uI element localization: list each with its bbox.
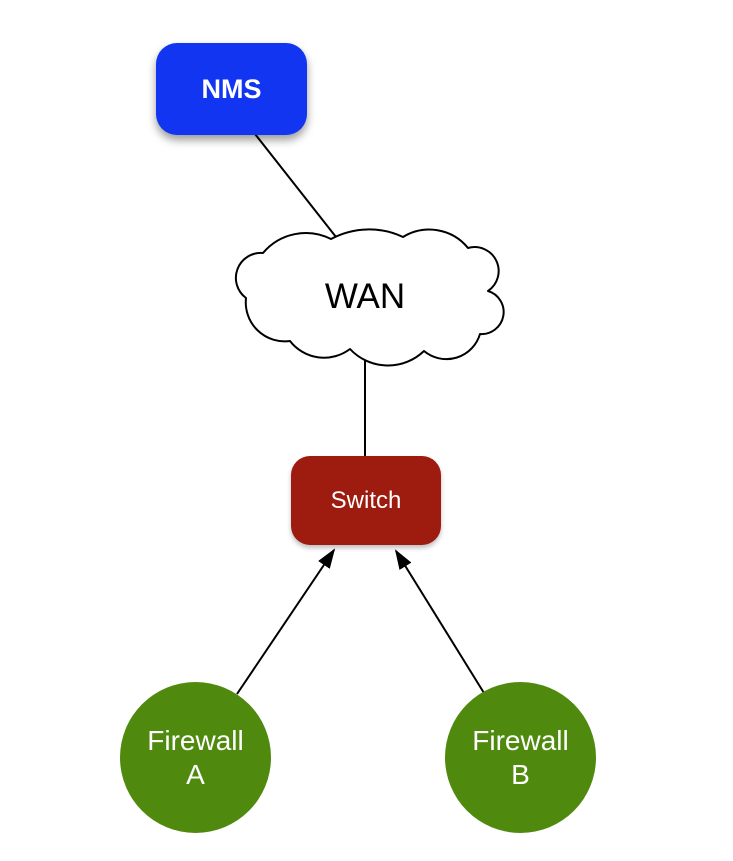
edge-firewall-b-switch — [394, 549, 485, 694]
wan-label: WAN — [324, 277, 406, 316]
node-firewall-a: Firewall A — [120, 682, 271, 833]
node-switch: Switch — [291, 456, 441, 545]
switch-label: Switch — [330, 486, 402, 514]
edge-nms-wan — [254, 133, 337, 238]
node-firewall-b: Firewall B — [445, 682, 596, 833]
firewall-a-label-line2: A — [186, 758, 205, 790]
firewall-a-label-line1: Firewall — [147, 724, 244, 756]
node-nms: NMS — [156, 43, 307, 135]
wan-cloud-shape — [234, 228, 505, 367]
nms-label: NMS — [201, 73, 262, 104]
firewall-b-label-line2: B — [511, 758, 530, 790]
edge-firewall-a-switch — [236, 548, 336, 695]
firewall-b-label-line1: Firewall — [472, 724, 569, 756]
